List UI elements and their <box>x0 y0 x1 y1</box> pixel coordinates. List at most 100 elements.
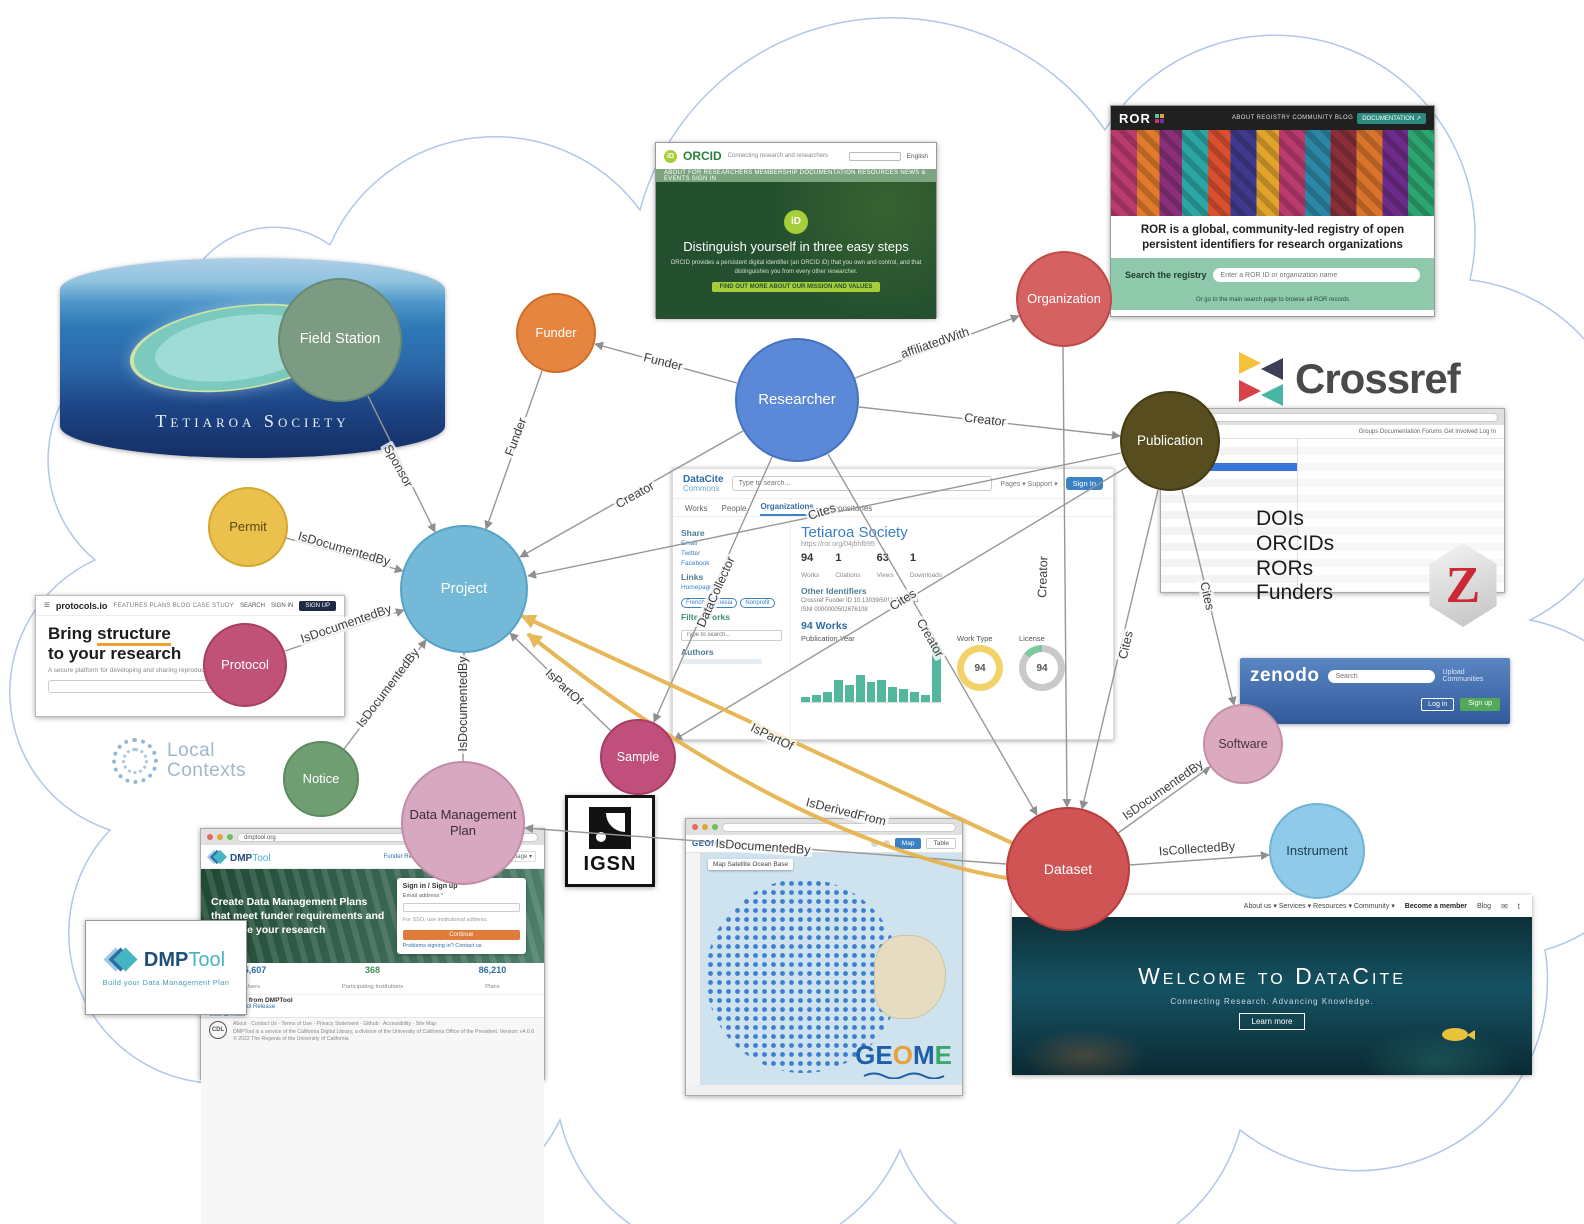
edge-label-affiliated-with: affiliatedWith <box>897 323 973 363</box>
headline-underlined-word: structure <box>97 624 171 646</box>
filter-works-input[interactable] <box>681 629 782 641</box>
zenodo-header: zenodo Upload Communities Log in Sign up <box>1240 658 1510 724</box>
node-instrument: Instrument <box>1269 803 1365 899</box>
geome-map-controls[interactable]: Map Satellite Ocean Base <box>708 859 794 870</box>
ror-nav[interactable]: ABOUT REGISTRY COMMUNITY BLOG <box>1232 115 1354 121</box>
orcid-search-box[interactable] <box>848 151 901 161</box>
island-shape <box>874 935 946 1019</box>
edge-label-funder-researcher: Funder <box>640 349 686 375</box>
ror-search-label: Search the registry <box>1125 270 1207 281</box>
geome-table-button[interactable]: Table <box>926 838 956 849</box>
orcid-nav[interactable]: ABOUT FOR RESEARCHERS MEMBERSHIP DOCUMEN… <box>656 169 936 182</box>
edge-label-isdocumentedby-dmp: IsDocumentedBy <box>455 654 471 754</box>
commons-menu[interactable]: Pages ▾ Support ▾ <box>1000 480 1058 488</box>
institutions-label: Participating Institutions <box>341 983 404 990</box>
protocols-subtext: A secure platform for developing and sha… <box>48 667 244 675</box>
address-bar[interactable] <box>1197 412 1498 422</box>
local-contexts-icon <box>112 738 158 784</box>
geome-map-button[interactable]: Map <box>894 838 922 849</box>
commons-sign-in-button[interactable]: Sign In <box>1065 477 1103 490</box>
edge-label-creator-org-dataset: Creator <box>1035 553 1051 601</box>
menu-icon[interactable]: ≡ <box>44 600 50 611</box>
node-organization: Organization <box>1016 251 1112 347</box>
commons-tab-people[interactable]: People <box>721 504 747 513</box>
commons-brand-line2: Commons <box>683 483 720 493</box>
protocols-nav[interactable]: FEATURES PLANS BLOG CASE STUDY <box>113 602 234 609</box>
work-type-donut: 94 <box>957 645 1003 691</box>
dmptool-icon <box>103 947 138 972</box>
ror-headline: ROR is a global, community-led registry … <box>1140 224 1405 251</box>
headline-prefix: Bring <box>48 624 98 643</box>
zotero-menu[interactable]: Groups Documentation Forums Get Involved… <box>1358 428 1496 435</box>
geome-map[interactable]: Map Satellite Ocean Base GEOME <box>686 853 962 1085</box>
organization-ror-link[interactable]: https://ror.org/04jbhfb95 <box>801 541 875 548</box>
crossref-logo: Crossref <box>1237 350 1461 408</box>
stat-downloads-value: 1 <box>909 552 916 564</box>
edge-label-funder-project: Funder <box>501 414 531 460</box>
footer-copyright: © 2022 The Regents of the University of … <box>233 1036 349 1043</box>
ror-search-input[interactable] <box>1212 268 1420 283</box>
orcid-cta-button[interactable]: FIND OUT MORE ABOUT OUR MISSION AND VALU… <box>711 281 881 292</box>
node-researcher: Researcher <box>735 338 859 462</box>
protocols-logo: protocols.io <box>55 600 108 611</box>
map-attribution-bar <box>686 1085 962 1095</box>
protocols-sign-up-button[interactable]: SIGN UP <box>299 600 336 611</box>
address-bar[interactable] <box>722 822 956 832</box>
orcid-id-icon: iD <box>664 149 677 163</box>
tag-nonprofit[interactable]: Nonprofit <box>740 598 775 608</box>
commons-tab-works[interactable]: Works <box>685 504 708 513</box>
blog-link[interactable]: Blog <box>1477 902 1492 910</box>
stat-citations-label: Citations <box>835 572 861 579</box>
orcid-logo: ORCID <box>683 149 722 163</box>
publication-year-bars <box>801 645 941 703</box>
node-field-station: Field Station <box>278 278 402 402</box>
isni-id[interactable]: ISNI 0000000502676108 <box>801 607 868 613</box>
zenodo-search-input[interactable] <box>1327 669 1435 683</box>
become-member-link[interactable]: Become a member <box>1404 902 1468 910</box>
twitter-icon[interactable]: t <box>1517 901 1520 911</box>
zenodo-login-button[interactable]: Log in <box>1421 698 1455 711</box>
other-identifiers-heading: Other Identifiers <box>801 586 867 596</box>
commons-search-input[interactable] <box>731 476 993 491</box>
email-field[interactable] <box>402 903 520 912</box>
continue-button[interactable]: Continue <box>402 930 520 940</box>
edge-label-sponsor: Sponsor <box>379 440 417 492</box>
protocols-search-link[interactable]: SEARCH <box>239 602 265 609</box>
help-icon[interactable] <box>882 840 890 847</box>
email-icon[interactable]: ✉ <box>1501 901 1508 911</box>
identifier-annotations: DOIs ORCIDs RORs Funders <box>1256 507 1334 606</box>
edge-label-isdocumentedby-permit: IsDocumentedBy <box>294 528 394 570</box>
orcid-language-select[interactable]: English <box>906 152 928 160</box>
orcid-tagline: Connecting research and researchers <box>727 153 829 159</box>
igsn-wordmark: IGSN <box>583 852 637 875</box>
homepage-link[interactable]: Homepage <box>681 584 713 592</box>
footer-links[interactable]: About · Contact Us · Terms of Use · Priv… <box>233 1021 437 1027</box>
learn-more-button[interactable]: Learn more <box>1238 1012 1306 1030</box>
identifier-funders: Funders <box>1256 581 1334 605</box>
geome-logo-large: GEOME <box>855 1040 952 1079</box>
crossref-wordmark: Crossref <box>1295 355 1461 402</box>
share-heading: Share <box>681 528 705 538</box>
account-icon[interactable] <box>870 840 878 847</box>
zenodo-links[interactable]: Upload Communities <box>1442 669 1484 683</box>
ror-documentation-button[interactable]: DOCUMENTATION ↗ <box>1357 112 1426 124</box>
license-value: 94 <box>1036 662 1048 674</box>
stat-views-value: 63 <box>876 552 889 564</box>
dmptool-icon <box>206 849 228 864</box>
contact-us-link[interactable]: Problems signing in? Contact us <box>402 943 482 949</box>
commons-brand-line1: DataCite <box>683 473 724 485</box>
protocols-search-input[interactable] <box>48 680 225 694</box>
protocols-sign-in[interactable]: SIGN IN <box>270 602 294 609</box>
plans-count: 86,210 <box>478 964 507 975</box>
fish-decoration <box>1442 1028 1468 1041</box>
edge-isdocumentedby-software <box>1117 766 1211 834</box>
crossref-mark-icon <box>1239 352 1283 406</box>
protocols-headline: Bring structure to your research <box>48 624 332 663</box>
zenodo-signup-button[interactable]: Sign up <box>1460 698 1500 711</box>
datacite-nav[interactable]: About us ▾ Services ▾ Resources ▾ Commun… <box>1243 903 1395 910</box>
crossref-funder-id[interactable]: Crossref Funder ID 10.13039/501100011611 <box>801 598 920 604</box>
geome-side-toolbar[interactable] <box>686 853 701 1085</box>
organization-name[interactable]: Tetiaroa Society <box>801 524 908 541</box>
